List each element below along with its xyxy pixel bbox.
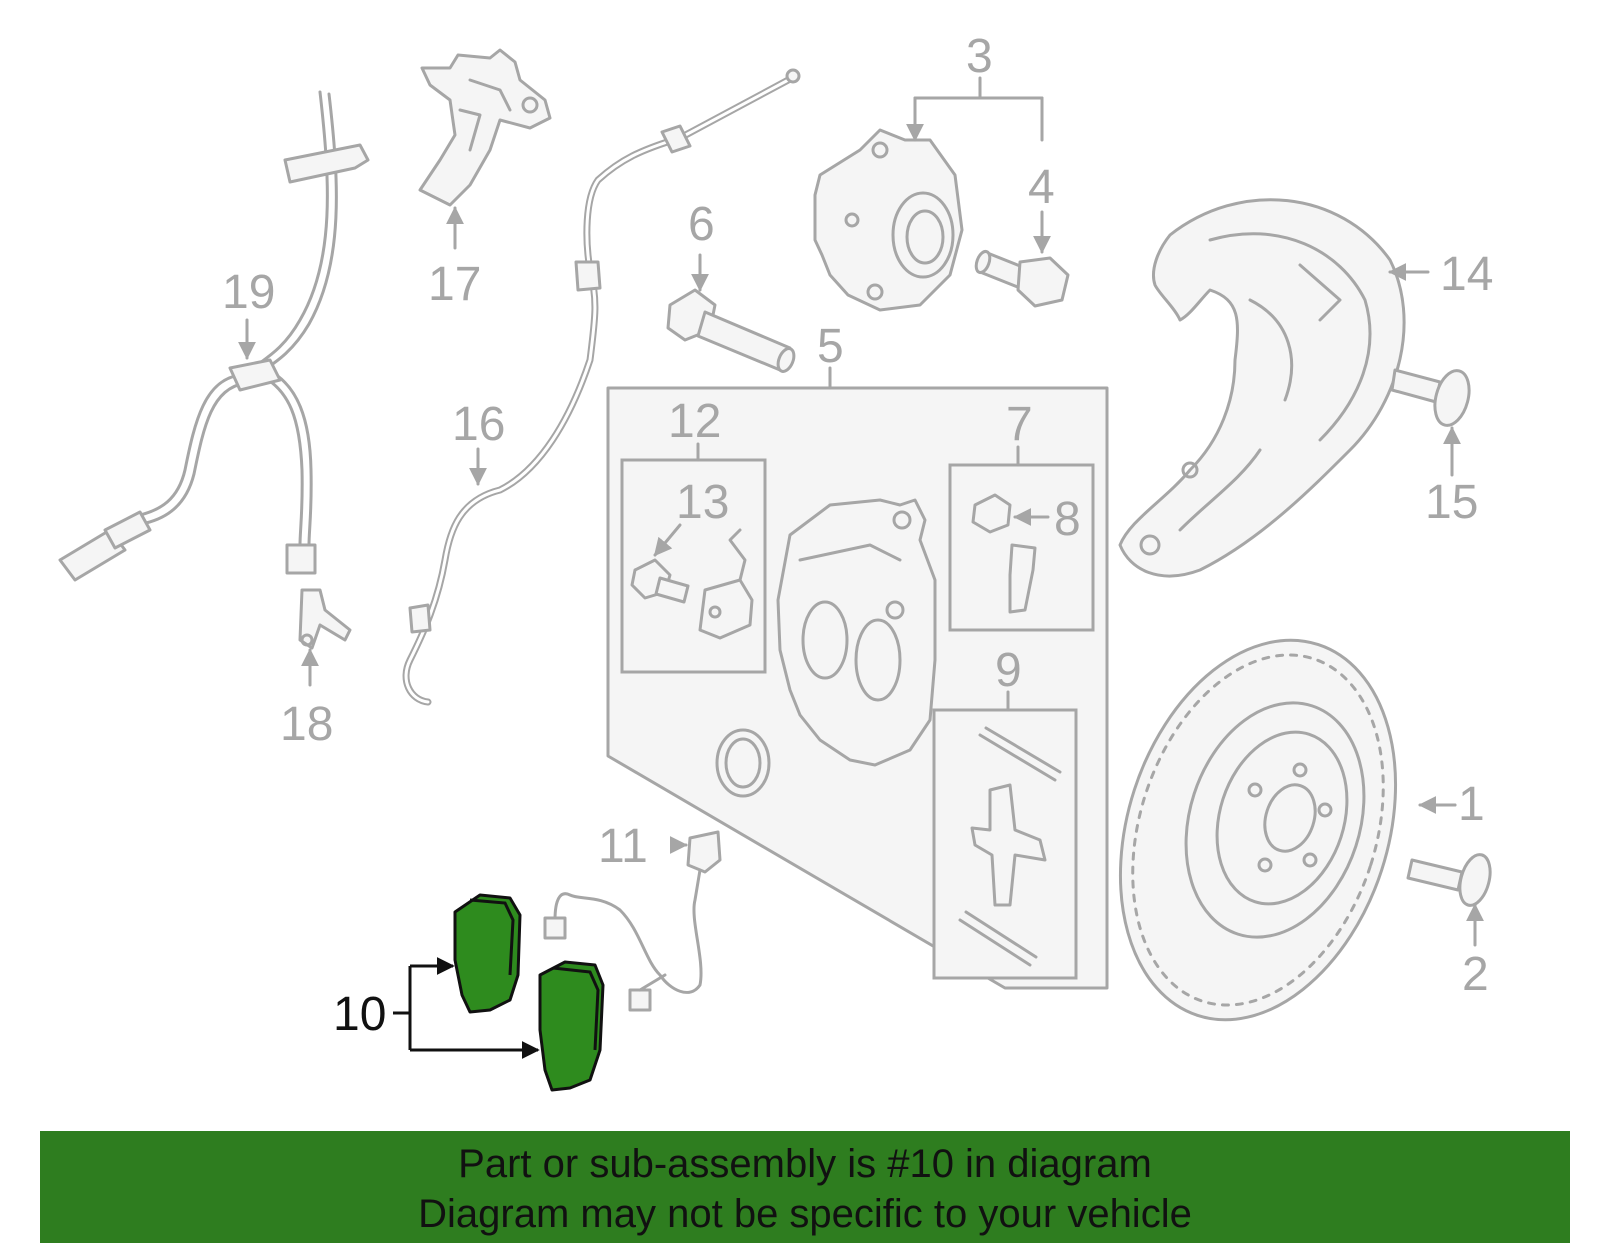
part-7-bleeder <box>1008 543 1037 614</box>
box-12 <box>620 458 767 674</box>
callout-3[interactable]: 3 <box>966 30 993 83</box>
callout-13[interactable]: 13 <box>676 476 729 529</box>
part-9-hardware <box>958 726 1062 967</box>
callout-5[interactable]: 5 <box>817 320 844 373</box>
callout-12[interactable]: 12 <box>668 395 721 448</box>
caliper-body <box>776 498 937 767</box>
parts-diagram: 1 2 3 4 5 6 7 8 9 10 11 12 13 14 15 16 1… <box>58 30 1493 1092</box>
callout-4[interactable]: 4 <box>1028 161 1055 214</box>
part-19-sensor-harness <box>58 90 370 650</box>
callout-leaders <box>238 76 1484 947</box>
callout-16[interactable]: 16 <box>452 398 505 451</box>
part-16-brake-hose <box>402 68 801 706</box>
callout-7[interactable]: 7 <box>1006 398 1033 451</box>
callout-1[interactable]: 1 <box>1458 778 1485 831</box>
callout-10[interactable]: 10 <box>333 988 386 1041</box>
part-8-cap <box>971 493 1012 534</box>
part-10-brake-pads <box>453 893 605 1092</box>
callout-19[interactable]: 19 <box>222 266 275 319</box>
part-6-bolt <box>666 288 796 373</box>
callout-14[interactable]: 14 <box>1440 248 1493 301</box>
callout-9[interactable]: 9 <box>995 644 1022 697</box>
callout-18[interactable]: 18 <box>280 698 333 751</box>
callout-6[interactable]: 6 <box>688 198 715 251</box>
part-17-bracket <box>418 48 552 207</box>
banner-line-2: Diagram may not be specific to your vehi… <box>418 1192 1192 1236</box>
part-11-wear-sensor <box>543 830 722 1012</box>
part-12-bracket-plate <box>698 528 754 640</box>
part-14-dust-shield <box>1118 198 1406 578</box>
callout-11[interactable]: 11 <box>598 820 648 873</box>
callout-17[interactable]: 17 <box>428 258 481 311</box>
part-4-bolt <box>974 249 1070 308</box>
part-1-brake-rotor <box>1118 638 1398 1022</box>
callout-15[interactable]: 15 <box>1425 476 1478 529</box>
part-13-bolt <box>630 558 690 604</box>
callout-10-leaders <box>393 957 540 1059</box>
part-3-wheel-hub <box>813 128 964 312</box>
info-banner: Part or sub-assembly is #10 in diagram D… <box>40 1131 1570 1243</box>
part-2-screw <box>1406 853 1492 907</box>
banner-line-1: Part or sub-assembly is #10 in diagram <box>458 1142 1152 1186</box>
seal-ring-inner <box>724 737 762 789</box>
callout-2[interactable]: 2 <box>1462 948 1489 1001</box>
part-15-screw <box>1390 368 1471 427</box>
callout-8[interactable]: 8 <box>1054 493 1081 546</box>
